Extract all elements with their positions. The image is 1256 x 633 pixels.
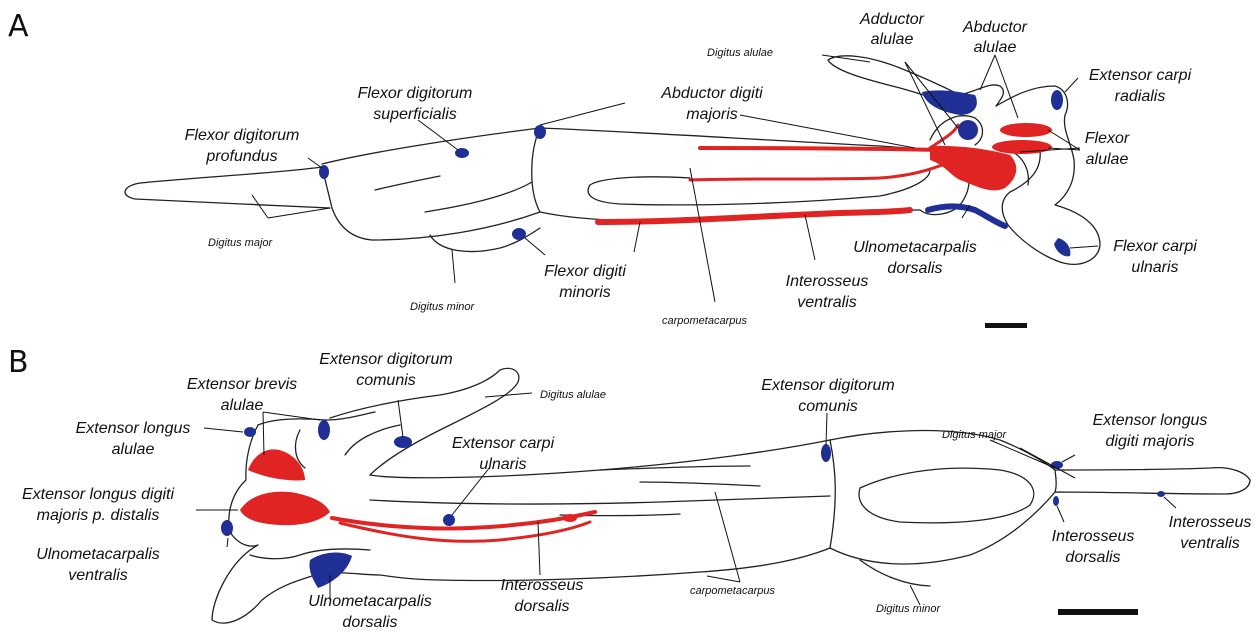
panel-a-label-flexor-alulae-2: alulae — [1086, 151, 1129, 168]
panel-b-label-interosseus-dorsalis-r-2: dorsalis — [1065, 549, 1120, 566]
panel-b-interosseus-dorsalis-r-dot — [1053, 496, 1059, 506]
panel-b-scale-bar — [1058, 609, 1138, 615]
panel-a-label-carpometacarpus: carpometacarpus — [662, 315, 747, 327]
panel-b-label-interosseus-dorsalis-r-1: Interosseus — [1052, 528, 1135, 545]
panel-b-interosseus-ventralis-dot — [1157, 491, 1165, 497]
panel-b-label-extensor-digitorum-comunis-1: Extensor digitorum — [319, 351, 452, 368]
panel-b-label-carpometacarpus: carpometacarpus — [690, 585, 775, 597]
panel-b-extensor-digitorum-comunis-r-dot — [821, 444, 831, 462]
panel-b-label-extensor-carpi-ulnaris-2: ulnaris — [479, 456, 526, 473]
panel-a-label-flexor-digitorum-profundus-2: profundus — [205, 148, 277, 165]
panel-b-labels: Extensor digitorum comunis Digitus alula… — [22, 351, 1251, 631]
panel-a-adductor-alulae-blob — [958, 120, 978, 140]
panel-a-interosseus-ventralis-red-upper — [690, 162, 950, 180]
panel-b-label-digitus-minor: Digitus minor — [876, 603, 942, 615]
panel-b-label-ulnometacarpalis-dorsalis-1: Ulnometacarpalis — [308, 593, 432, 610]
panel-b-label-extensor-brevis-alulae-1: Extensor brevis — [187, 376, 297, 393]
panel-a-label-digitus-major: Digitus major — [208, 237, 274, 249]
panel-a-labels: Digitus alulae Adductor alulae Abductor … — [185, 11, 1198, 327]
panel-a-label-abductor-alulae-1: Abductor — [962, 19, 1028, 36]
panel-b-label-extensor-longus-alulae-2: alulae — [112, 441, 155, 458]
panel-a-carpometacarpus — [532, 128, 950, 221]
panel-b-label-extensor-longus-digiti-majoris-pd-2: majoris p. distalis — [37, 507, 160, 524]
panel-a-label-interosseus-ventralis-2: ventralis — [797, 294, 857, 311]
panel-a-flexor-alulae-red — [930, 146, 1016, 191]
panel-a-flexor-carpi-ulnaris-dot — [1054, 238, 1070, 256]
panel-b-interosseus-dorsalis-red — [332, 512, 595, 528]
panel-a-label-flexor-digiti-minoris-1: Flexor digiti — [544, 263, 626, 280]
panel-b-label-interosseus-ventralis-1: Interosseus — [1169, 514, 1252, 531]
panel-a-label-ulnometacarpalis-dorsalis-1: Ulnometacarpalis — [853, 239, 977, 256]
panel-a-label-flexor-digiti-minoris-2: minoris — [559, 284, 611, 301]
panel-a-digitus-alulae-outline — [828, 56, 1003, 106]
panel-a-interosseus-ventralis-red-lower — [598, 210, 910, 222]
panel-b-label-interosseus-dorsalis-2: dorsalis — [514, 598, 569, 615]
panel-b-label-ulnometacarpalis-dorsalis-2: dorsalis — [342, 614, 397, 631]
panel-a-label-digitus-minor: Digitus minor — [410, 301, 476, 313]
panel-b-label-extensor-brevis-alulae-2: alulae — [221, 397, 264, 414]
panel-a-label-flexor-alulae-1: Flexor — [1085, 130, 1130, 147]
panel-a-label-abductor-digiti-majoris-2: majoris — [686, 106, 738, 123]
panel-a-label-flexor-digitorum-superficialis-1: Flexor digitorum — [358, 85, 473, 102]
panel-b-ulnometacarpalis-dorsalis-blob — [309, 553, 352, 588]
panel-b-extensor-digitorum-comunis-dot — [394, 436, 412, 448]
panel-b-extensor-brevis-alulae-dot — [318, 420, 330, 440]
panel-a-ulnometacarpalis-dorsalis-band — [928, 206, 1005, 226]
panel-a-label-flexor-digitorum-profundus-1: Flexor digitorum — [185, 127, 300, 144]
panel-a-label-interosseus-ventralis-1: Interosseus — [786, 273, 869, 290]
panel-b-label-ulnometacarpalis-ventralis-1: Ulnometacarpalis — [36, 546, 160, 563]
panel-a-label-flexor-carpi-ulnaris-2: ulnaris — [1131, 259, 1178, 276]
panel-a-label-abductor-digiti-majoris-1: Abductor digiti — [660, 85, 763, 102]
panel-a: A — [8, 9, 1197, 328]
panel-a-label-flexor-digitorum-superficialis-2: superficialis — [373, 106, 457, 123]
panel-a-label-adductor-alulae-2: alulae — [871, 31, 914, 48]
panel-b-extensor-longus-digiti-majoris-pd-red — [240, 492, 330, 526]
panel-b-label-extensor-digitorum-comunis-2: comunis — [356, 372, 416, 389]
panel-b: B — [8, 345, 1251, 631]
panel-a-label-flexor-carpi-ulnaris-1: Flexor carpi — [1113, 238, 1197, 255]
panel-a-digitus-major-proximal-phalanx — [322, 128, 540, 240]
panel-a-label-abductor-alulae-2: alulae — [974, 39, 1017, 56]
panel-b-label-digitus-alulae: Digitus alulae — [540, 389, 606, 401]
panel-b-extensor-carpi-ulnaris-dot — [443, 514, 455, 526]
panel-a-scale-bar — [985, 323, 1027, 328]
panel-a-abductor-digiti-majoris-red — [700, 148, 940, 150]
panel-a-flexor-alulae-red-ellipse — [1000, 123, 1052, 137]
panel-a-letter: A — [8, 9, 29, 44]
panel-b-extensor-longus-alulae-dot — [244, 427, 256, 437]
panel-b-label-ulnometacarpalis-ventralis-2: ventralis — [68, 567, 128, 584]
panel-b-ulnometacarpalis-ventralis-dot — [221, 520, 233, 536]
panel-b-label-interosseus-ventralis-2: ventralis — [1180, 535, 1240, 552]
panel-b-label-extensor-digitorum-comunis-r-1: Extensor digitorum — [761, 377, 894, 394]
panel-a-flexor-digiti-minoris-dot — [512, 228, 526, 240]
panel-b-red-attachments — [240, 449, 595, 541]
panel-b-label-extensor-digitorum-comunis-r-2: comunis — [798, 398, 858, 415]
panel-a-abductor-digiti-majoris-dot — [534, 125, 546, 139]
panel-b-label-digitus-major: Digitus major — [942, 429, 1008, 441]
panel-b-interosseus-dorsalis-red-node — [563, 514, 577, 522]
panel-b-label-interosseus-dorsalis-1: Interosseus — [501, 577, 584, 594]
panel-b-carpometacarpus — [370, 440, 830, 581]
panel-a-red-attachments — [598, 123, 1052, 222]
panel-a-extensor-carpi-radialis-dot — [1051, 90, 1063, 110]
panel-a-label-digitus-alulae: Digitus alulae — [707, 47, 773, 59]
panel-a-label-adductor-alulae-1: Adductor — [859, 11, 925, 28]
panel-b-label-extensor-longus-alulae-1: Extensor longus — [76, 420, 191, 437]
panel-b-blue-attachments — [221, 420, 1165, 588]
panel-b-label-extensor-carpi-ulnaris-1: Extensor carpi — [452, 435, 555, 452]
panel-a-label-extensor-carpi-radialis-1: Extensor carpi — [1089, 67, 1192, 84]
panel-a-label-ulnometacarpalis-dorsalis-2: dorsalis — [887, 260, 942, 277]
panel-b-label-extensor-longus-digiti-majoris-pd-1: Extensor longus digiti — [22, 486, 175, 503]
panel-b-label-extensor-longus-digiti-majoris-1: Extensor longus — [1093, 412, 1208, 429]
panel-a-digitus-major-distal-phalanx — [125, 167, 330, 208]
panel-b-letter: B — [8, 345, 29, 380]
panel-b-label-extensor-longus-digiti-majoris-2: digiti majoris — [1106, 433, 1195, 450]
panel-a-label-extensor-carpi-radialis-2: radialis — [1115, 88, 1166, 105]
